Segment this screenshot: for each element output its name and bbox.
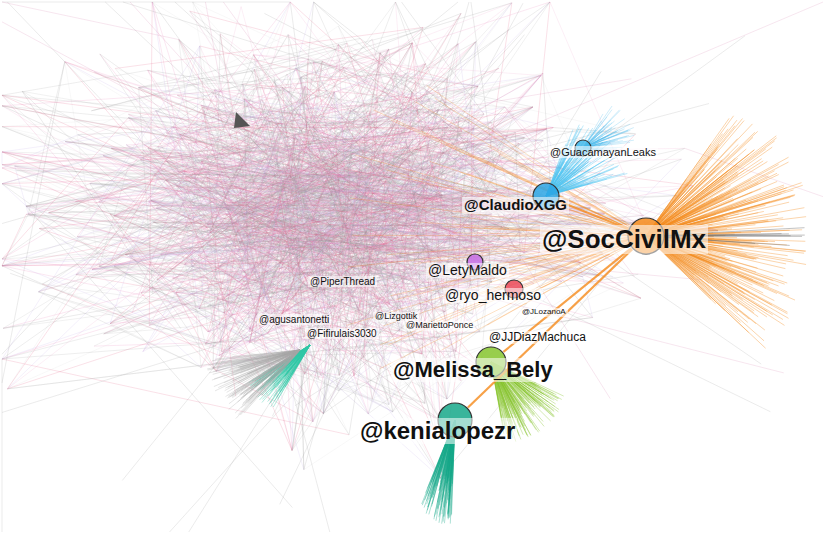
network-edge-line [301, 49, 389, 77]
network-edge-line [429, 76, 541, 110]
network-edge-line [166, 145, 210, 238]
network-edge-line [269, 121, 408, 173]
network-edge-line [154, 175, 223, 192]
network-edge-line [392, 274, 437, 438]
network-edge-line [15, 166, 29, 214]
network-edge-line [227, 111, 271, 226]
network-edge-line [2, 152, 3, 165]
network-edge-line [447, 42, 475, 79]
network-edge-line [300, 247, 324, 378]
network-edge-line [2, 95, 208, 332]
network-edge-line [2, 95, 302, 233]
network-edge-line [166, 180, 208, 306]
network-edge-line [193, 2, 323, 61]
network-edge-line [151, 200, 441, 421]
network-edge-line [338, 298, 641, 390]
network-edge-line [479, 107, 504, 112]
network-edge-line [301, 13, 461, 77]
network-edge-line [198, 255, 208, 332]
network-edge-line [2, 152, 415, 243]
network-edge-line [550, 2, 648, 229]
network-edge-line [110, 214, 404, 320]
network-edge-line [39, 292, 389, 405]
network-edge-line [373, 136, 508, 239]
network-edge-line [252, 2, 291, 70]
network-edge-line [305, 374, 389, 404]
network-edge-line [104, 320, 274, 334]
network-edge-line [322, 61, 549, 204]
network-edge-line [99, 111, 156, 202]
network-edge-line [110, 154, 352, 323]
network-edge-line [2, 214, 28, 266]
network-edge-line [238, 260, 293, 269]
network-edge-line [39, 292, 202, 368]
network-edge-line [2, 214, 26, 265]
